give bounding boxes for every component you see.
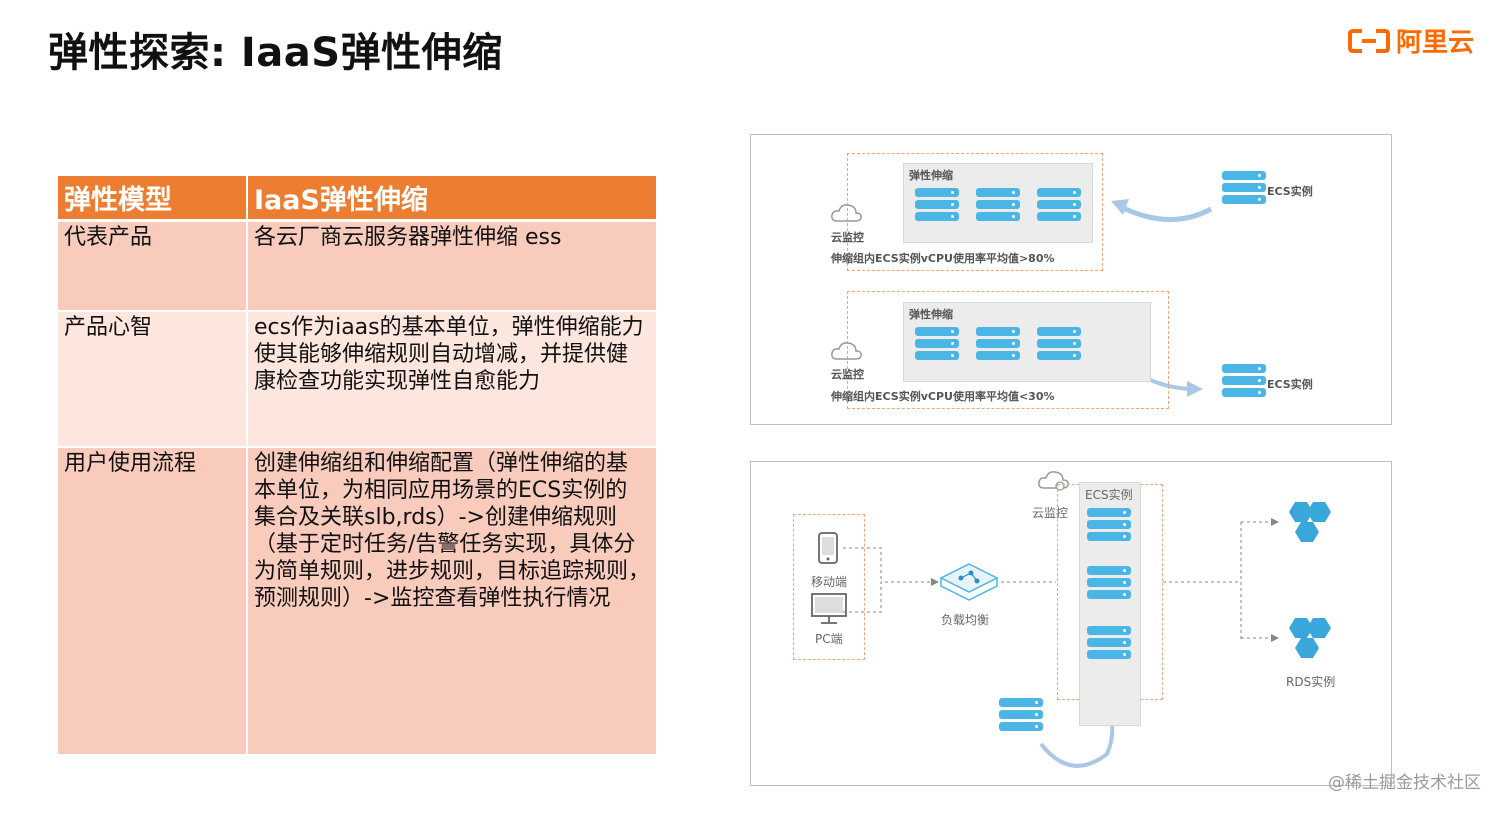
watermark: @稀土掘金技术社区 bbox=[1328, 773, 1481, 793]
table-header-iaas: IaaS弹性伸缩 bbox=[246, 176, 656, 221]
autoscaling-diagram-panel: 弹性伸缩 云监控 伸缩组内ECS实例vCPU使用率平均值>80% ECS实例 弹… bbox=[750, 134, 1392, 425]
server-icon bbox=[1222, 364, 1266, 400]
row-label: 用户使用流程 bbox=[58, 446, 247, 754]
ecs-label: ECS实例 bbox=[1267, 185, 1313, 198]
server-icon bbox=[976, 188, 1020, 224]
ecs-label: ECS实例 bbox=[1267, 378, 1313, 391]
pc-label: PC端 bbox=[815, 632, 843, 646]
row-value: 各云厂商云服务器弹性伸缩 ess bbox=[246, 219, 656, 311]
cloud-monitor-icon bbox=[831, 204, 862, 222]
server-icon bbox=[999, 698, 1043, 734]
scale-out-group-outline bbox=[847, 153, 1103, 271]
server-icon bbox=[976, 327, 1020, 363]
group-label: 弹性伸缩 bbox=[909, 308, 953, 321]
table-row: 用户使用流程 创建伸缩组和伸缩配置（弹性伸缩的基 本单位，为相同应用场景的ECS… bbox=[58, 446, 656, 754]
elastic-model-table: 弹性模型 IaaS弹性伸缩 代表产品 各云厂商云服务器弹性伸缩 ess 产品心智… bbox=[58, 176, 656, 754]
server-icon bbox=[915, 188, 959, 224]
server-icon bbox=[1037, 188, 1081, 224]
server-icon bbox=[1037, 327, 1081, 363]
server-icon bbox=[1087, 508, 1131, 544]
architecture-diagram-panel: 移动端 PC端 负载均衡 云监控 ECS实例 RDS实例 bbox=[750, 461, 1392, 786]
aliyun-logo-icon bbox=[1348, 28, 1390, 53]
pc-icon bbox=[811, 593, 847, 624]
group-label: 弹性伸缩 bbox=[909, 169, 953, 182]
row-value: ecs作为iaas的基本单位，弹性伸缩能力 使其能够伸缩规则自动增减，并提供健 … bbox=[246, 310, 656, 447]
server-icon bbox=[1222, 171, 1266, 207]
client-group-outline bbox=[793, 514, 865, 660]
row-value: 创建伸缩组和伸缩配置（弹性伸缩的基 本单位，为相同应用场景的ECS实例的 集合及… bbox=[246, 446, 656, 754]
scale-in-group-outline bbox=[847, 291, 1169, 409]
table-header-model: 弹性模型 bbox=[58, 176, 247, 221]
aliyun-logo: 阿里云 bbox=[1348, 22, 1474, 59]
table-row: 产品心智 ecs作为iaas的基本单位，弹性伸缩能力 使其能够伸缩规则自动增减，… bbox=[58, 310, 656, 447]
slide-title: 弹性探索: IaaS弹性伸缩 bbox=[48, 30, 503, 76]
row-line: 各云厂商云服务器弹性伸缩 ess bbox=[254, 225, 562, 250]
rds-icon bbox=[1289, 502, 1331, 542]
row-line: （基于定时任务/告警任务实现，具体分 bbox=[254, 532, 636, 557]
cloud-monitor-icon bbox=[831, 342, 862, 360]
row-line: 预测规则）->监控查看弹性执行情况 bbox=[254, 586, 611, 611]
row-line: 使其能够伸缩规则自动增减，并提供健 bbox=[254, 342, 629, 367]
load-balancer-label: 负载均衡 bbox=[941, 613, 990, 627]
server-icon bbox=[915, 327, 959, 363]
ecs-label: ECS实例 bbox=[1085, 488, 1133, 502]
load-balancer-icon bbox=[939, 563, 999, 601]
row-line: 本单位，为相同应用场景的ECS实例的 bbox=[254, 478, 628, 503]
row-line: ecs作为iaas的基本单位，弹性伸缩能力 bbox=[254, 315, 644, 340]
row-line: 集合及关联slb,rds）->创建伸缩规则 bbox=[254, 505, 617, 530]
monitor-label: 云监控 bbox=[831, 231, 864, 244]
rds-icon bbox=[1289, 618, 1331, 658]
server-icon bbox=[1087, 566, 1131, 602]
mobile-label: 移动端 bbox=[811, 575, 848, 589]
logo-text: 阿里云 bbox=[1396, 28, 1475, 58]
server-icon bbox=[1087, 626, 1131, 662]
scale-out-caption: 伸缩组内ECS实例vCPU使用率平均值>80% bbox=[831, 252, 1055, 265]
rds-label: RDS实例 bbox=[1286, 675, 1336, 689]
row-line: 为简单规则，进步规则，目标追踪规则， bbox=[254, 559, 651, 584]
scale-in-caption: 伸缩组内ECS实例vCPU使用率平均值<30% bbox=[831, 390, 1055, 403]
mobile-icon bbox=[818, 532, 838, 564]
monitor-label: 云监控 bbox=[1032, 506, 1069, 520]
monitor-label: 云监控 bbox=[831, 368, 864, 381]
row-label: 产品心智 bbox=[58, 310, 247, 447]
table-row: 代表产品 各云厂商云服务器弹性伸缩 ess bbox=[58, 219, 656, 311]
row-line: 康检查功能实现弹性自愈能力 bbox=[254, 369, 541, 394]
row-line: 创建伸缩组和伸缩配置（弹性伸缩的基 bbox=[254, 451, 629, 476]
row-label: 代表产品 bbox=[58, 219, 247, 311]
